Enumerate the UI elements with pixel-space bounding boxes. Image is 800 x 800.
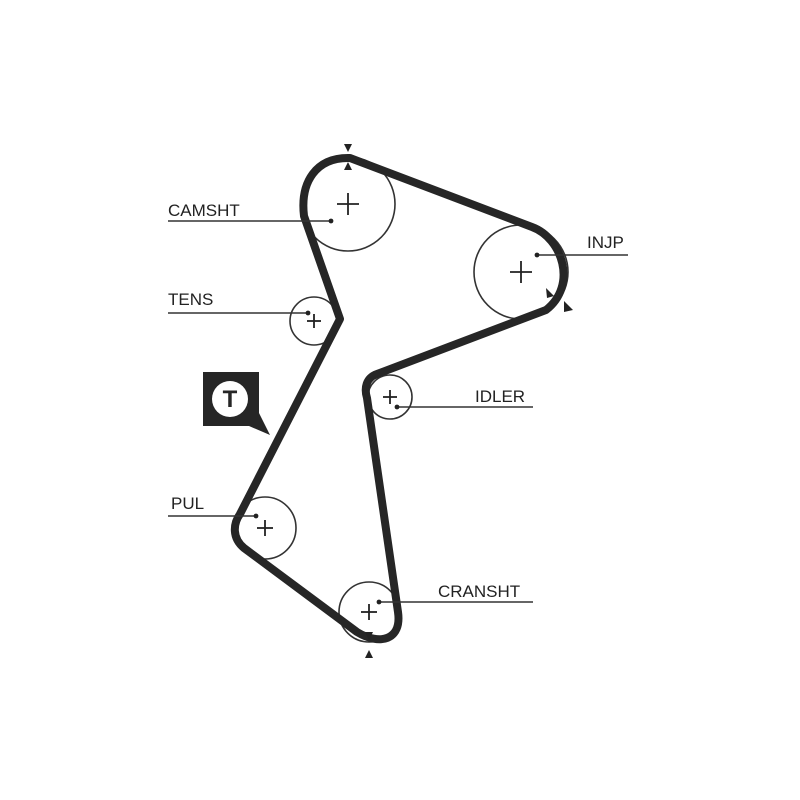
tensioner-leader-dot — [305, 310, 311, 316]
idler-label: IDLER — [475, 387, 525, 406]
idler-center-icon — [383, 390, 397, 404]
crankshaft-leader-dot — [376, 599, 382, 605]
pul-label: PUL — [171, 494, 204, 513]
crankshaft-timing-mark-top-icon — [365, 632, 373, 640]
injection-pump-label: INJP — [587, 233, 624, 252]
timing-belt — [230, 153, 568, 644]
tensioner-badge-letter: T — [223, 386, 238, 413]
tensioner-center-icon — [307, 314, 321, 328]
tensioner-badge-icon: T — [203, 372, 270, 435]
camshaft-leader-dot — [328, 218, 334, 224]
pul-leader-dot — [253, 513, 259, 519]
camshaft-center-icon — [337, 193, 359, 215]
injection-pump-timing-mark-outer-icon — [564, 301, 573, 312]
crankshaft-center-icon — [361, 604, 377, 620]
injection-pump-leader-dot — [534, 252, 540, 258]
pul-center-icon — [257, 520, 273, 536]
idler-leader-dot — [394, 404, 400, 410]
crankshaft-timing-mark-bottom-icon — [365, 650, 373, 658]
crankshaft-label: CRANSHT — [438, 582, 520, 601]
camshaft-timing-mark-top-icon — [344, 144, 352, 152]
tensioner-label: TENS — [168, 290, 213, 309]
injection-pump-timing-mark-inner-icon — [546, 288, 554, 298]
camshaft-label: CAMSHT — [168, 201, 240, 220]
injection-pump-center-icon — [510, 261, 532, 283]
camshaft-timing-mark-bottom-icon — [344, 162, 352, 170]
